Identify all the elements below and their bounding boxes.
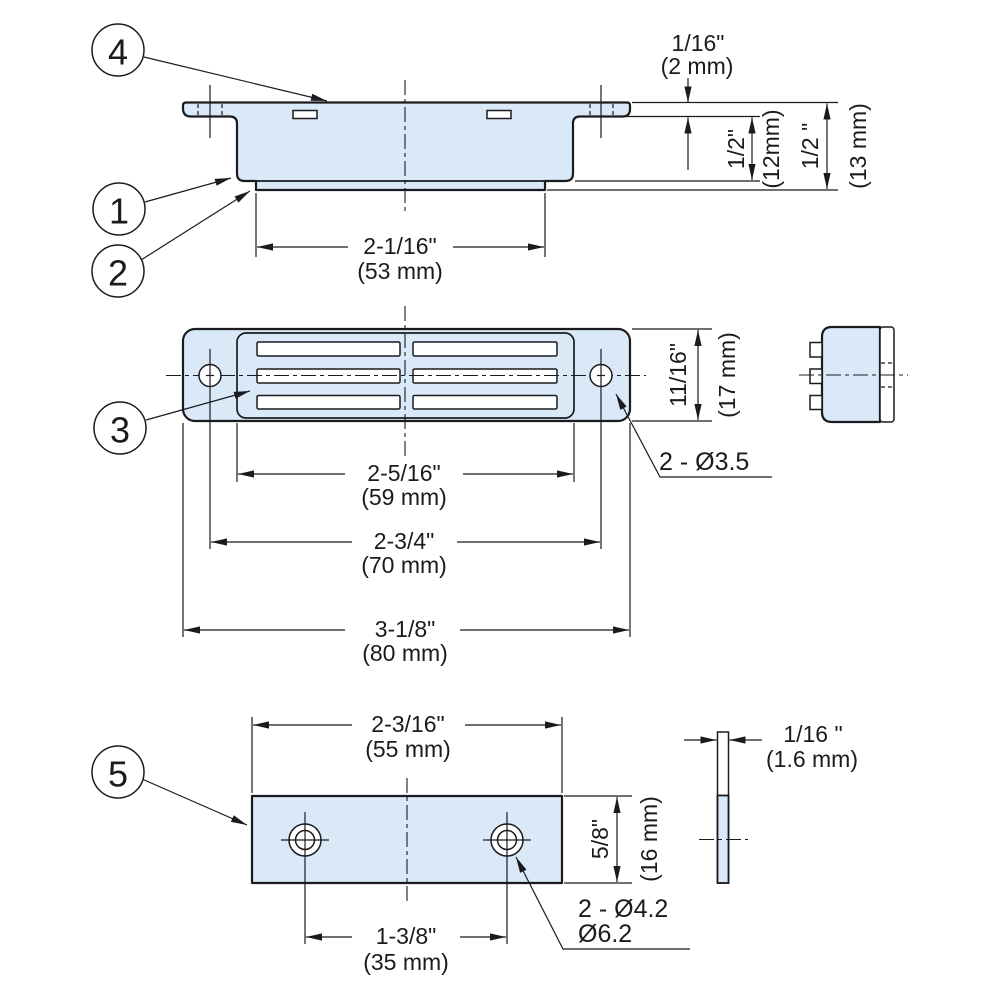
vent-slot bbox=[256, 394, 401, 410]
catch-front-view: 11/16" (17 mm) 2-5/16" (59 mm) 2-3/4" (7… bbox=[166, 306, 772, 666]
dim-text-inch: 5/8" bbox=[587, 819, 613, 859]
dim-text-inch: 2-3/16" bbox=[371, 711, 444, 737]
balloon-circle bbox=[91, 244, 145, 298]
dim-text-mm: (53 mm) bbox=[357, 258, 443, 284]
dim-magnet-width: 2-1/16" (53 mm) bbox=[255, 193, 546, 284]
leader-line bbox=[143, 56, 328, 102]
dim-plate-width: 2-3/16" (55 mm) bbox=[251, 711, 563, 793]
dim-overall-width: 3-1/8" (80 mm) bbox=[184, 616, 629, 666]
callout-balloon-4: 4 bbox=[91, 23, 328, 102]
dim-text-mm: (80 mm) bbox=[362, 640, 448, 666]
dim-text-mm: (2 mm) bbox=[661, 53, 734, 79]
hole-note-text: 2 - Ø3.5 bbox=[659, 448, 749, 476]
catch-end-tab bbox=[809, 341, 823, 358]
vent-slot bbox=[412, 341, 558, 357]
dim-front-height: 11/16" (17 mm) bbox=[665, 330, 740, 420]
callout-balloon-2: 2 bbox=[91, 190, 251, 298]
callout-balloon-5: 5 bbox=[91, 745, 248, 826]
callout-balloon-1: 1 bbox=[92, 177, 232, 236]
leader-line bbox=[140, 190, 251, 261]
callout-balloon-3: 3 bbox=[93, 390, 251, 455]
catch-end-body bbox=[820, 325, 882, 424]
leader-line bbox=[141, 778, 248, 826]
catch-end-tab bbox=[809, 394, 823, 411]
dim-text-mm: (59 mm) bbox=[361, 484, 447, 510]
balloon-number: 4 bbox=[108, 32, 128, 73]
dim-text-inch: 1/2 " bbox=[797, 123, 823, 170]
hole-note-line2: Ø6.2 bbox=[578, 920, 632, 948]
dim-text-mm: (17 mm) bbox=[714, 332, 740, 418]
dim-text-inch: 2-1/16" bbox=[363, 233, 436, 259]
dim-text-inch: 1/16 " bbox=[783, 721, 842, 747]
balloon-number: 5 bbox=[108, 754, 128, 795]
dim-text-inch: 2-5/16" bbox=[367, 460, 440, 486]
dim-text-inch: 1-3/8" bbox=[376, 923, 437, 949]
dim-text-inch: 1/16" bbox=[672, 30, 725, 56]
dim-text-inch: 1/2" bbox=[723, 129, 749, 169]
balloon-number: 1 bbox=[109, 191, 129, 232]
leader-line bbox=[144, 177, 232, 203]
dim-text-inch: 11/16" bbox=[665, 343, 691, 407]
dim-text-mm: (12mm) bbox=[758, 109, 784, 188]
housing-slot-left bbox=[292, 109, 318, 120]
housing-side-profile-view: 1/16" (2 mm) 1/2" (12mm) 1/2 " (13 mm) 2… bbox=[181, 30, 871, 284]
vent-slot bbox=[256, 341, 401, 357]
vent-slot bbox=[412, 394, 558, 410]
leader-line bbox=[145, 390, 251, 421]
hole-note-front: 2 - Ø3.5 bbox=[615, 393, 772, 478]
balloon-number: 2 bbox=[108, 253, 128, 294]
balloon-circle bbox=[93, 401, 147, 455]
strike-plate-view: 2-3/16" (55 mm) 5/8" (16 mm) 1-3/8" (35 … bbox=[250, 711, 690, 975]
dim-plate-height: 5/8" (16 mm) bbox=[564, 795, 662, 884]
balloon-circle bbox=[91, 745, 145, 799]
dim-inner-width: 2-5/16" (59 mm) bbox=[238, 460, 573, 510]
dim-step-height: 1/16" (2 mm) bbox=[661, 30, 734, 170]
dim-text-mm: (16 mm) bbox=[636, 796, 662, 882]
dim-text-mm: (70 mm) bbox=[361, 552, 447, 578]
balloon-circle bbox=[92, 182, 146, 236]
hole-note-line1: 2 - Ø4.2 bbox=[578, 895, 668, 923]
dim-plate-hole-pitch: 1-3/8" (35 mm) bbox=[306, 923, 506, 975]
dim-text-mm: (35 mm) bbox=[363, 949, 449, 975]
dim-text-inch: 3-1/8" bbox=[375, 616, 436, 642]
hole-note-plate: 2 - Ø4.2 Ø6.2 bbox=[515, 856, 690, 950]
dim-text-inch: 2-3/4" bbox=[374, 528, 435, 554]
dim-text-mm: (1.6 mm) bbox=[766, 746, 858, 772]
catch-end-view bbox=[799, 325, 908, 424]
dim-text-mm: (55 mm) bbox=[365, 736, 451, 762]
leader-line bbox=[615, 393, 772, 478]
leader-line bbox=[515, 856, 690, 950]
plate-edge-view: 1/16 " (1.6 mm) bbox=[684, 721, 858, 884]
dim-text-mm: (13 mm) bbox=[845, 103, 871, 189]
dim-hole-pitch: 2-3/4" (70 mm) bbox=[211, 528, 600, 578]
dim-plate-thickness: 1/16 " (1.6 mm) bbox=[684, 721, 858, 772]
dim-body-height: 1/2" (12mm) bbox=[723, 109, 784, 188]
catch-end-tab bbox=[809, 368, 823, 385]
balloon-circle bbox=[91, 23, 145, 77]
housing-side-outline bbox=[181, 101, 632, 192]
dim-overall-height: 1/2 " (13 mm) bbox=[797, 103, 871, 189]
balloon-number: 3 bbox=[110, 410, 130, 451]
housing-slot-right bbox=[486, 109, 512, 120]
